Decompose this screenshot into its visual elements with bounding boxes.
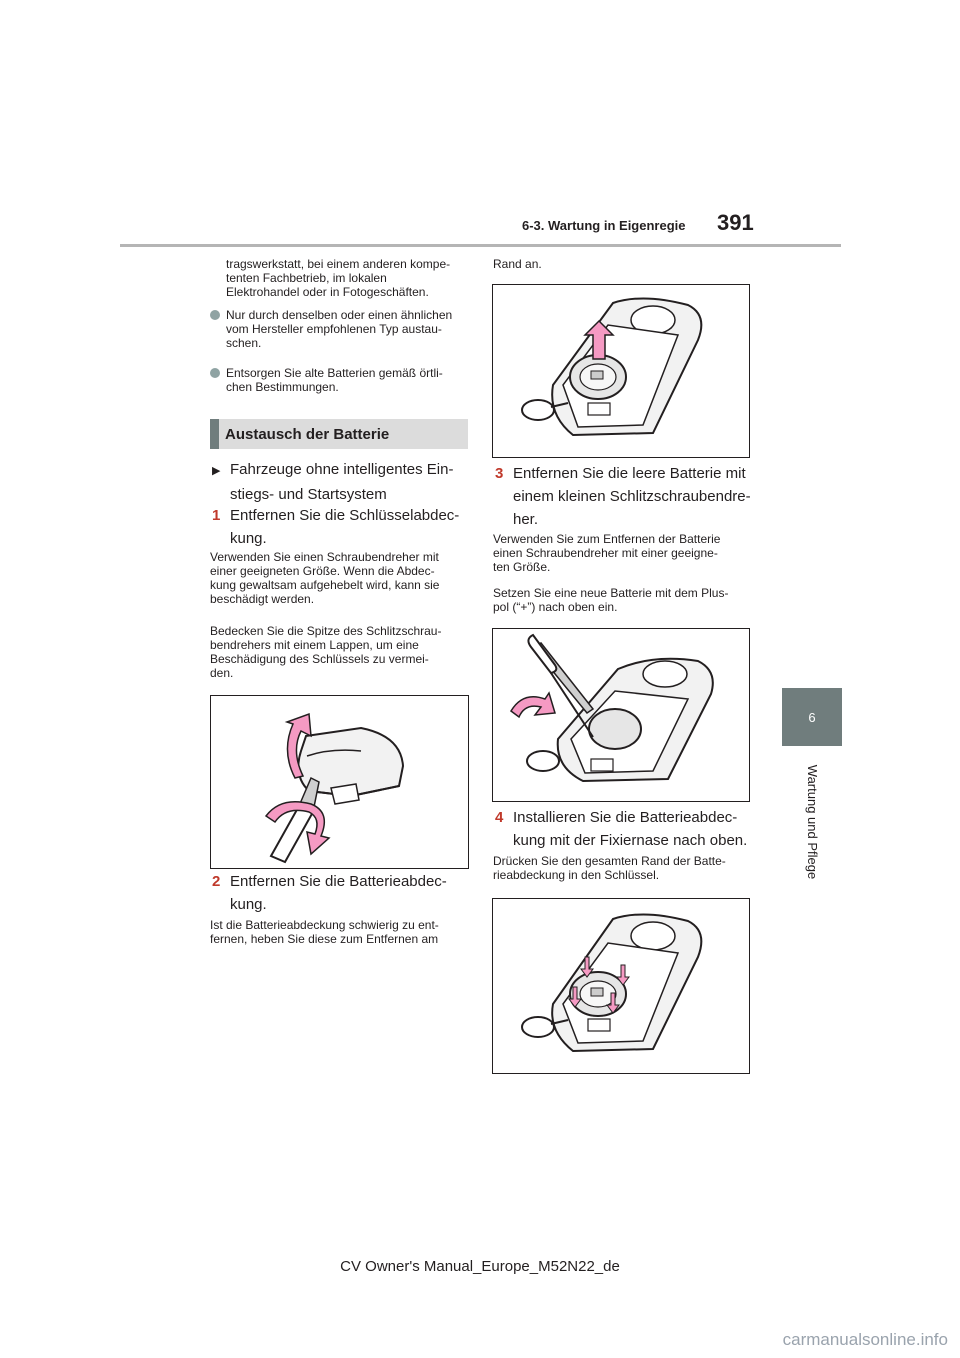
step-line: einem kleinen Schlitzschraubendre- bbox=[513, 488, 751, 505]
step-line: kung mit der Fixiernase nach oben. bbox=[513, 832, 748, 849]
step-line: kung. bbox=[230, 530, 267, 547]
step-line: Installieren Sie die Batterieabdec- bbox=[513, 809, 738, 826]
step-1: 1 Entfernen Sie die Schlüsselabdec- kung. bbox=[212, 504, 472, 550]
footer-manual-id: CV Owner's Manual_Europe_M52N22_de bbox=[340, 1258, 620, 1275]
step-1-text-b: Bedecken Sie die Spitze des Schlitzschra… bbox=[210, 624, 472, 680]
step-line: her. bbox=[513, 511, 539, 528]
step-line: Entfernen Sie die Schlüsselabdec- bbox=[230, 507, 460, 524]
text-line: ten Größe. bbox=[493, 560, 551, 574]
header-rule bbox=[120, 244, 841, 247]
bullet-item: Nur durch denselben oder einen ähnlichen… bbox=[210, 308, 470, 350]
text-line: Beschädigung des Schlüssels zu vermei- bbox=[210, 652, 429, 666]
text-line: tenten Fachbetrieb, im lokalen bbox=[226, 271, 387, 285]
bullet-icon bbox=[210, 368, 220, 378]
text-line: Drücken Sie den gesamten Rand der Batte- bbox=[493, 854, 726, 868]
text-line: Elektrohandel oder in Fotogeschäften. bbox=[226, 285, 429, 299]
continuation-text: Rand an. bbox=[493, 257, 542, 271]
text-line: den. bbox=[210, 666, 234, 680]
chapter-label: Wartung und Pflege bbox=[805, 764, 820, 880]
chapter-number: 6 bbox=[808, 709, 816, 725]
step-2: 2 Entfernen Sie die Batterieabdec- kung. bbox=[212, 870, 472, 916]
header-section-title: 6-3. Wartung in Eigenregie bbox=[522, 218, 686, 233]
section-heading-box: Austausch der Batterie bbox=[210, 419, 468, 449]
text-line: beschädigt werden. bbox=[210, 592, 315, 606]
text-line: einen Schraubendreher mit einer geeigne- bbox=[493, 546, 718, 560]
step-3: 3 Entfernen Sie die leere Batterie mit ei… bbox=[495, 462, 765, 531]
chapter-tab: 6 bbox=[782, 688, 842, 746]
step-4-text: Drücken Sie den gesamten Rand der Batte-… bbox=[493, 854, 755, 882]
step-line: Entfernen Sie die Batterieabdec- bbox=[230, 873, 447, 890]
step-3-text-a: Verwenden Sie zum Entfernen der Batterie… bbox=[493, 532, 755, 574]
step-number: 1 bbox=[212, 507, 221, 524]
figure-install-battery-cover bbox=[492, 898, 750, 1074]
text-line: kung gewaltsam aufgehebelt wird, kann si… bbox=[210, 578, 440, 592]
step-3-text-b: Setzen Sie eine neue Batterie mit dem Pl… bbox=[493, 586, 755, 614]
text-line: Bedecken Sie die Spitze des Schlitzschra… bbox=[210, 624, 442, 638]
section-heading: Austausch der Batterie bbox=[225, 425, 390, 443]
text-line: Nur durch denselben oder einen ähnlichen bbox=[226, 308, 453, 322]
watermark[interactable]: carmanualsonline.info bbox=[782, 1330, 948, 1349]
text-line: pol (“+”) nach oben ein. bbox=[493, 600, 618, 614]
text-line: einer geeigneten Größe. Wenn die Abdec- bbox=[210, 564, 435, 578]
text-line: rieabdeckung in den Schlüssel. bbox=[493, 868, 660, 882]
text-line: vom Hersteller empfohlenen Typ austau- bbox=[226, 322, 442, 336]
step-number: 3 bbox=[495, 465, 504, 482]
text-line: chen Bestimmungen. bbox=[226, 380, 339, 394]
intro-paragraph: tragswerkstatt, bei einem anderen kompe-… bbox=[226, 257, 476, 299]
step-number: 4 bbox=[495, 809, 504, 826]
step-4: 4 Installieren Sie die Batterieabdec- kun… bbox=[495, 806, 765, 852]
text-line: Setzen Sie eine neue Batterie mit dem Pl… bbox=[493, 586, 729, 600]
subheading: ▶ Fahrzeuge ohne intelligentes Ein- stieg… bbox=[212, 458, 472, 506]
figure-remove-battery bbox=[492, 628, 750, 802]
step-1-text-a: Verwenden Sie einen Schraubendreher mit … bbox=[210, 550, 472, 606]
text-line: Ist die Batterieabdeckung schwierig zu e… bbox=[210, 918, 439, 932]
page-number: 391 bbox=[717, 210, 754, 235]
step-number: 2 bbox=[212, 873, 221, 890]
bullet-item: Entsorgen Sie alte Batterien gemäß örtli… bbox=[210, 366, 470, 394]
text-line: fernen, heben Sie diese zum Entfernen am bbox=[210, 932, 439, 946]
subheading-line: Fahrzeuge ohne intelligentes Ein- bbox=[230, 461, 454, 478]
figure-remove-battery-cover bbox=[492, 284, 750, 458]
triangle-bullet-icon: ▶ bbox=[212, 465, 221, 477]
subheading-line: stiegs- und Startsystem bbox=[230, 486, 387, 503]
step-2-text: Ist die Batterieabdeckung schwierig zu e… bbox=[210, 918, 472, 946]
text-line: Verwenden Sie einen Schraubendreher mit bbox=[210, 550, 439, 564]
step-line: kung. bbox=[230, 896, 267, 913]
step-line: Entfernen Sie die leere Batterie mit bbox=[513, 465, 746, 482]
figure-remove-key-cover bbox=[210, 695, 469, 869]
text-line: schen. bbox=[226, 336, 262, 350]
bullet-icon bbox=[210, 310, 220, 320]
text-line: Entsorgen Sie alte Batterien gemäß örtli… bbox=[226, 366, 443, 380]
section-heading-bar bbox=[210, 419, 219, 449]
text-line: bendrehers mit einem Lappen, um eine bbox=[210, 638, 419, 652]
text-line: Verwenden Sie zum Entfernen der Batterie bbox=[493, 532, 721, 546]
text-line: tragswerkstatt, bei einem anderen kompe- bbox=[226, 257, 451, 271]
